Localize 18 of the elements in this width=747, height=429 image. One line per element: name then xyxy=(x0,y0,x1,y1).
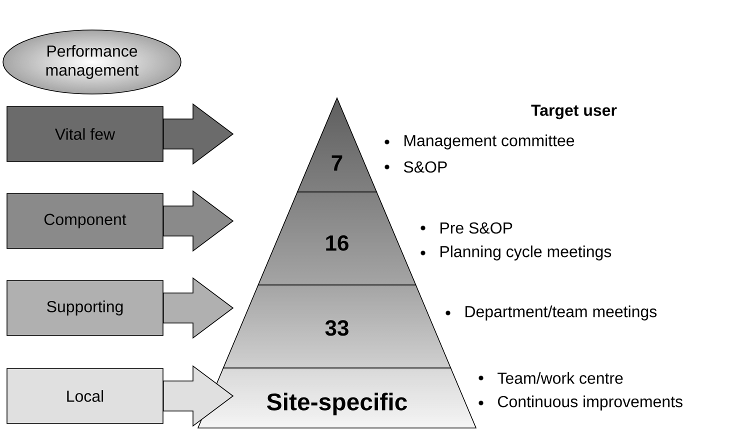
pyramid-level: 16 xyxy=(258,192,416,286)
bullet-item: Planning cycle meetings xyxy=(420,246,612,260)
pyramid-level: 33 xyxy=(222,284,452,368)
block-arrow xyxy=(163,277,234,339)
bullet-item: Pre S&OP xyxy=(420,222,512,234)
block-arrow xyxy=(163,103,234,165)
label-box: Local xyxy=(6,368,164,424)
oval: Performance management xyxy=(2,30,182,94)
label-box: Component xyxy=(6,193,164,249)
bullet-item: Management committee xyxy=(384,134,574,150)
bullet-item: Continuous improvements xyxy=(478,396,682,410)
bullet-item: Team/work centre xyxy=(478,372,623,384)
heading: Target user xyxy=(531,104,617,120)
block-arrow xyxy=(163,190,234,252)
label-box: Supporting xyxy=(6,280,164,336)
bullet-item: S&OP xyxy=(384,161,447,173)
block-arrow xyxy=(163,365,234,427)
label-box: Vital few xyxy=(6,106,164,162)
